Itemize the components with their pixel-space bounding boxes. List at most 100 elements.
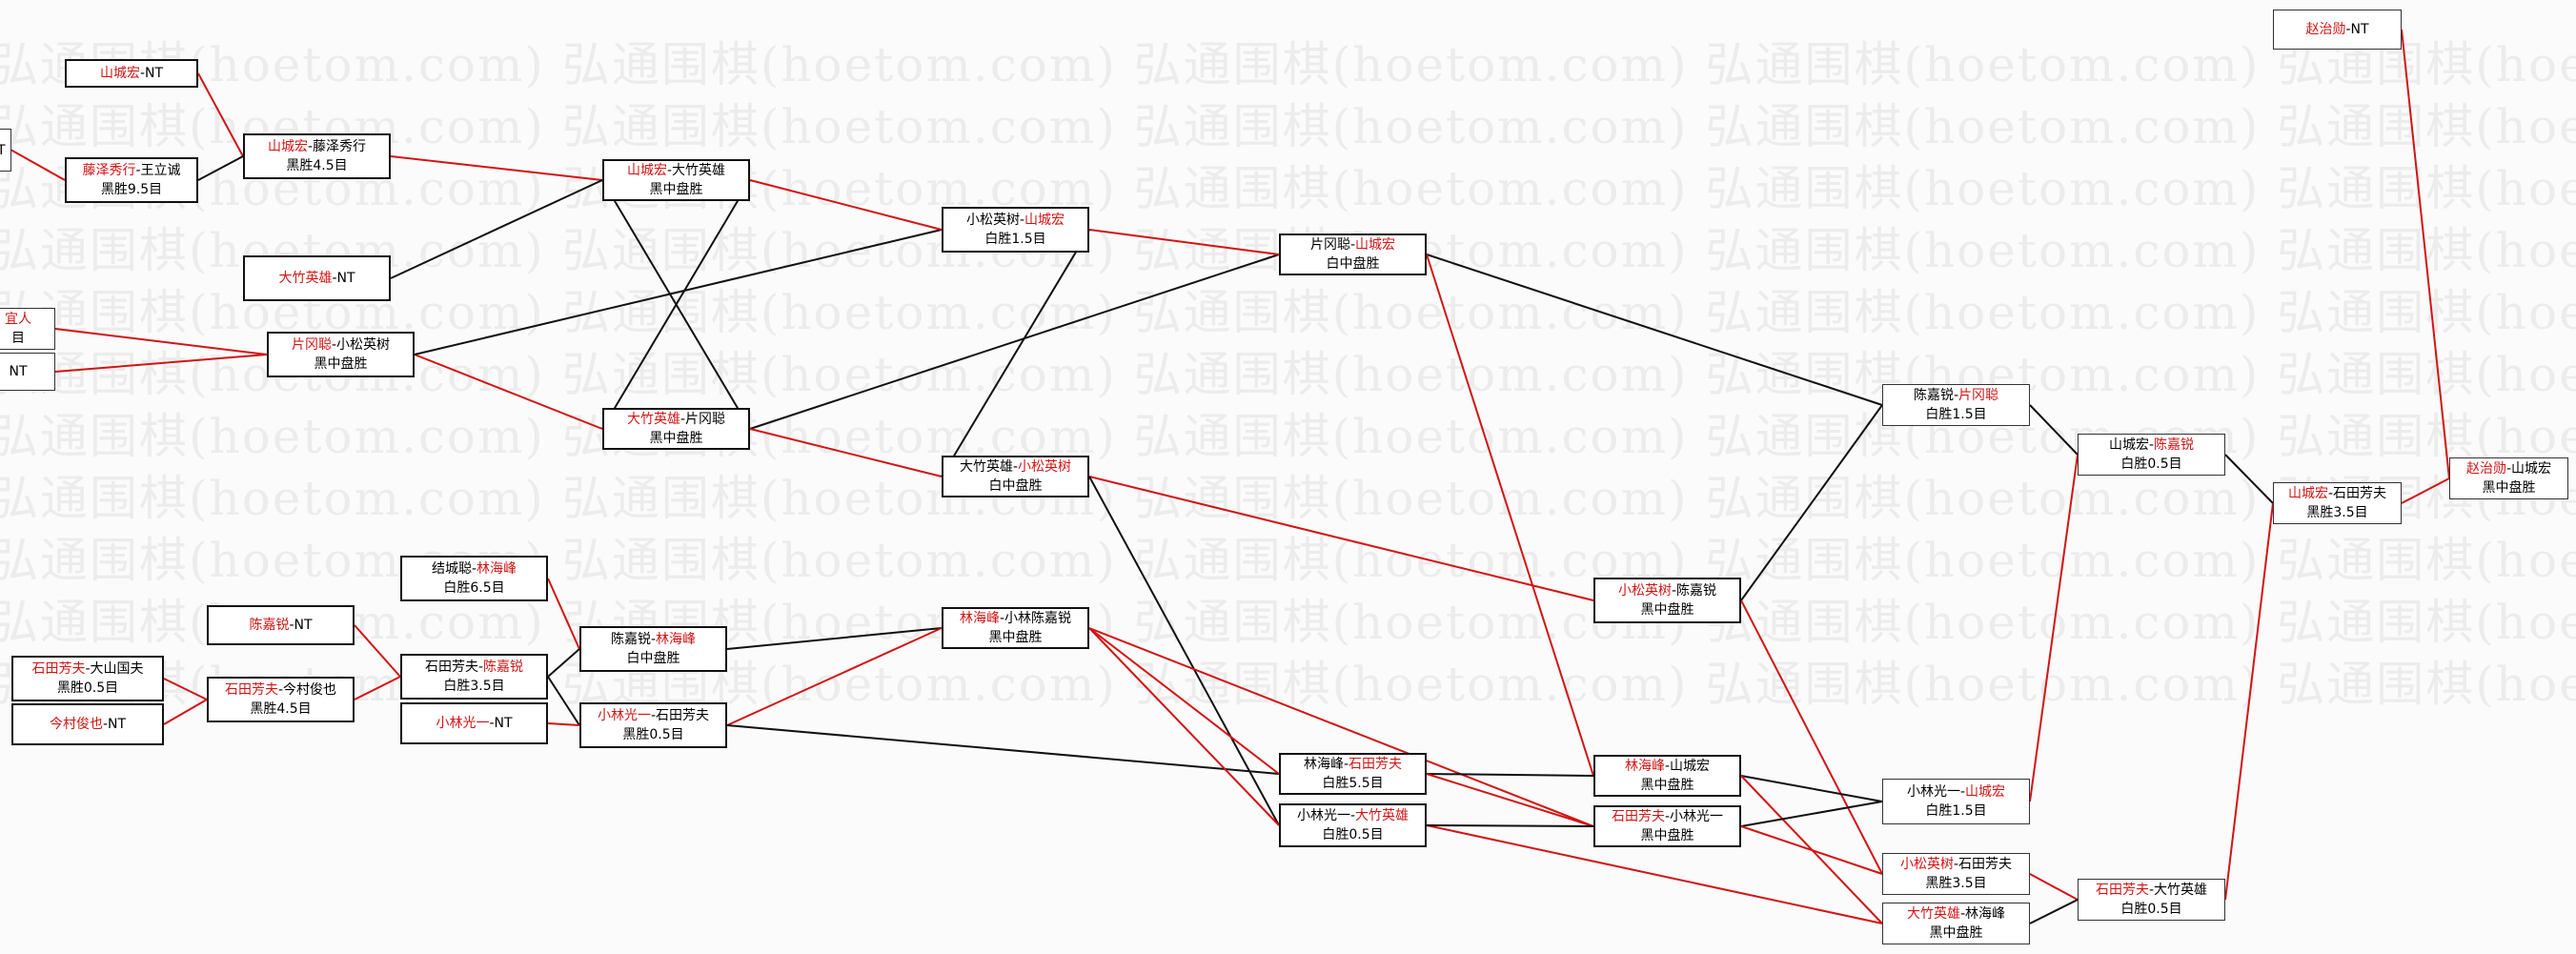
match-players: 石田芳夫-陈嘉锐 <box>402 658 546 677</box>
player-white: 石田芳夫 <box>1958 857 2013 872</box>
player-black: 石田芳夫 <box>1611 809 1665 824</box>
match-result: 白胜0.5目 <box>2120 902 2182 917</box>
match-result: 黑胜0.5目 <box>622 727 684 742</box>
player-white: 大竹英雄 <box>1355 808 1410 823</box>
winner-edge <box>1088 229 1280 255</box>
match-players: 石田芳夫-小林光一 <box>1595 807 1739 826</box>
separator: - <box>332 271 337 286</box>
match-players: 小林光一-石田芳夫 <box>581 706 725 725</box>
loser-edge <box>1740 775 1883 802</box>
player-black: 小林光一 <box>1906 784 1960 800</box>
watermark-text: 弘通围棋(hoetom.com) 弘通围棋(hoetom.com) 弘通围棋(h… <box>0 37 2576 92</box>
match-result: 黑中盘胜 <box>2482 480 2536 496</box>
match-result: 白胜0.5目 <box>1322 827 1384 842</box>
match-box: 小松英树-石田芳夫黑胜3.5目 <box>1882 853 2030 895</box>
separator: - <box>666 163 673 178</box>
separator: - <box>1959 906 1966 922</box>
player-white: 今村俊也 <box>283 682 337 698</box>
separator: - <box>477 660 484 675</box>
match-box: 石田芳夫-大山国夫黑胜0.5目 <box>11 656 164 701</box>
player-white: 陈嘉锐 <box>2154 437 2195 453</box>
separator: - <box>1953 388 1959 403</box>
match-players: 小林光一-山城宏 <box>1883 782 2029 802</box>
separator: - <box>1012 459 1019 475</box>
player-black: 石田芳夫 <box>224 682 278 698</box>
winner-edge <box>54 354 268 373</box>
match-box: 赵治勋-NT <box>2273 10 2402 50</box>
separator: - <box>2345 22 2351 37</box>
match-box: 大竹英雄-小松英树白中盘胜 <box>942 456 1089 497</box>
player-black: 山城宏 <box>2287 486 2328 501</box>
match-box: 山城宏-陈嘉锐白胜0.5目 <box>2078 434 2225 476</box>
match-players: 今村俊也-NT <box>13 715 162 734</box>
match-box: 结城聪-林海峰白胜6.5目 <box>400 556 548 601</box>
match-players: 藤泽秀行-王立诚 <box>67 161 196 180</box>
match-players: 林海峰-山城宏 <box>1595 757 1739 776</box>
separator: - <box>679 412 686 427</box>
match-players: 林海峰-小林陈嘉锐 <box>943 609 1087 628</box>
loser-edge <box>2029 899 2079 924</box>
match-result: 黑胜4.5目 <box>250 701 312 717</box>
loser-edge <box>726 724 1280 775</box>
separator: - <box>102 717 109 732</box>
match-result: 白胜1.5目 <box>984 232 1046 247</box>
separator: - <box>289 618 294 633</box>
player-black: 陈嘉锐 <box>610 632 651 647</box>
player-black: 大竹英雄 <box>626 412 680 427</box>
loser-edge <box>414 229 943 355</box>
separator: - <box>650 632 657 647</box>
match-players: 大竹英雄-小松英树 <box>943 457 1087 477</box>
match-players: 小林光一-NT <box>402 714 546 733</box>
player-black: 石田芳夫 <box>31 661 86 677</box>
winner-edge <box>2401 477 2450 504</box>
separator: - <box>650 708 657 723</box>
watermark-text: 弘通围棋(hoetom.com) 弘通围棋(hoetom.com) 弘通围棋(h… <box>0 471 2576 526</box>
match-result: 黑胜4.5目 <box>286 158 348 173</box>
loser-edge <box>1426 254 1883 406</box>
match-result: 白胜1.5目 <box>1925 407 1987 422</box>
winner-edge <box>1426 254 1594 777</box>
separator: - <box>2148 437 2155 453</box>
winner-edge <box>547 722 580 726</box>
match-box: 石田芳夫-今村俊也黑胜4.5目 <box>207 677 355 722</box>
match-box: 片冈聪-小松英树黑中盘胜 <box>267 332 415 377</box>
player-white: 石田芳夫 <box>656 708 710 723</box>
separator: - <box>1349 237 1356 253</box>
separator: - <box>999 611 1005 626</box>
winner-edge <box>10 149 66 181</box>
player-black: 片冈聪 <box>1309 237 1350 253</box>
winner-edge <box>197 72 244 157</box>
player-white: NT <box>145 66 164 81</box>
winner-edge <box>1426 773 1594 827</box>
match-box: 陈嘉锐-片冈聪白胜1.5目 <box>1882 384 2030 426</box>
winner-edge <box>1088 627 1594 827</box>
separator: - <box>331 337 337 353</box>
separator: - <box>135 163 141 178</box>
winner-edge <box>2401 29 2450 479</box>
winner-edge <box>163 678 208 700</box>
winner-edge <box>163 699 208 725</box>
player-white: 小松英树 <box>336 337 391 353</box>
match-players: 林海峰-石田芳夫 <box>1281 755 1425 774</box>
player-white: 小林光一 <box>1670 809 1724 824</box>
separator: - <box>2327 486 2334 501</box>
player-white: 石田芳夫 <box>2333 486 2387 501</box>
player-black: 小林光一 <box>597 708 651 723</box>
player-white: 小林陈嘉锐 <box>1004 611 1072 626</box>
match-players: 山城宏-陈嘉锐 <box>2079 436 2224 455</box>
match-players: 小松英树-石田芳夫 <box>1883 855 2029 874</box>
match-result: 黑中盘胜 <box>1640 828 1694 843</box>
player-black: 山城宏 <box>267 139 308 154</box>
match-players: NT <box>0 362 54 381</box>
match-result: 白中盘胜 <box>988 478 1043 494</box>
player-white: 大竹英雄 <box>672 163 726 178</box>
match-box: 小林光一-山城宏白胜1.5目 <box>1882 779 2030 824</box>
match-box: 山城宏-石田芳夫黑胜3.5目 <box>2273 482 2402 524</box>
match-box: 小林光一-NT <box>400 702 548 744</box>
separator: - <box>139 66 146 81</box>
player-black: 林海峰 <box>1624 759 1665 774</box>
match-players: 赵治勋-山城宏 <box>2450 459 2567 478</box>
player-black: 小松英树 <box>1617 583 1672 599</box>
player-white: 山城宏 <box>2511 461 2552 477</box>
